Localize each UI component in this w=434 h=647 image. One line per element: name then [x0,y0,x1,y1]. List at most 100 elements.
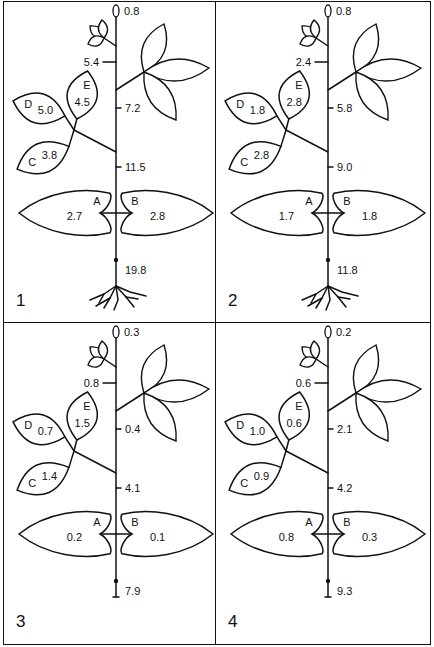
leaf-value: 4.5 [75,97,90,108]
leaf-outline [333,191,425,236]
leaf-value: 1.4 [42,471,57,482]
leaflet [88,36,104,46]
leaflet [356,72,388,120]
leaf-letter: C [28,477,36,488]
tick [328,487,333,489]
root [114,286,118,310]
leaf-outline [17,142,69,174]
petiole [116,393,144,411]
tick [116,166,121,168]
leaf: C2.8 [228,138,282,176]
stem-value: 0.8 [84,378,99,389]
panel-number: 4 [228,613,237,630]
leaf: D0.7 [12,411,66,447]
leaf-outline [121,512,213,557]
leaf-outline [17,463,69,495]
panel-number: 1 [16,292,25,309]
tick [328,428,333,430]
petiole [116,72,144,90]
leaf: B2.8 [120,187,214,239]
leaf-value: 0.7 [38,426,53,437]
petiole [74,130,116,152]
leaf-outline [279,392,309,440]
stem-value: 0.8 [336,6,351,17]
leaflet [310,20,319,38]
root [116,286,146,296]
leaf: E2.8 [278,70,314,120]
petiole [281,451,286,467]
leader-line [103,61,116,63]
leaf-outline [279,71,309,119]
leaflet [300,357,316,367]
leaf: C3.8 [16,138,70,176]
leader-line [315,61,328,63]
leaflet [310,341,319,359]
leaf-letter: C [240,156,248,167]
leaf-letter: A [93,195,100,206]
leaf-letter: B [343,195,350,206]
petiole [100,533,132,535]
stem-value: 5.8 [337,103,352,114]
leaf: E4.5 [66,70,102,120]
root [96,298,110,306]
leaf: A 2.7 [18,187,112,239]
stem-value: 0.8 [124,6,139,17]
leaf-letter: C [240,477,248,488]
leaf-value: 3.8 [42,150,57,161]
leaf-value: 0.9 [254,471,269,482]
node-dot [114,258,118,262]
leaf-letter: B [131,516,138,527]
panel-number: 3 [16,613,25,630]
leaflet [88,357,104,367]
leaflet [300,36,316,46]
leaf: A1.7 [230,187,324,239]
petiole [281,130,286,146]
petiole [312,212,344,214]
leaf-value: 1.5 [75,418,90,429]
leaf-value: 0.3 [362,531,377,542]
stem-value: 9.0 [337,162,352,173]
petiole [65,437,74,451]
leaf-shape [66,391,102,441]
stem-value: 0.6 [296,378,311,389]
stem-value: 0.3 [124,327,139,338]
leaf-value: 1.0 [250,426,265,437]
leaf: E 1.5 [66,391,102,441]
leaflet [144,72,176,120]
petiole [104,359,116,367]
root [338,297,350,299]
leaf: D1.8 [224,90,278,126]
stem-value: 4.2 [337,483,352,494]
petiole [316,38,328,46]
tick [116,107,121,109]
leaf-letter: D [236,99,244,110]
leaf-letter: E [295,80,302,91]
petiole [328,72,356,90]
node-dot [326,579,330,583]
leaf-letter: E [83,401,90,412]
leaf-outline [225,414,277,445]
petiole [74,440,77,451]
leaf-value: 2.7 [67,210,82,221]
leaf-shape [278,391,314,441]
petiole [74,451,116,473]
tick [328,107,333,109]
leaf-value: 0.2 [67,531,82,542]
leaf-letter: E [295,401,302,412]
stem-value: 11.5 [125,162,146,173]
leader-line [315,382,328,384]
stem-value: 2.1 [337,424,352,435]
leaf-letter: D [236,420,244,431]
petiole [286,440,289,451]
petiole [69,130,74,146]
leaf-value: 1.7 [279,210,294,221]
leader-line [103,382,116,384]
leaf-outline [13,414,65,445]
leaf-shape [66,70,102,120]
leaf-outline [333,512,425,557]
leaf-value: 0.1 [150,531,165,542]
leaf: B0.3 [332,508,426,560]
stem [115,337,117,597]
petiole [65,116,74,130]
